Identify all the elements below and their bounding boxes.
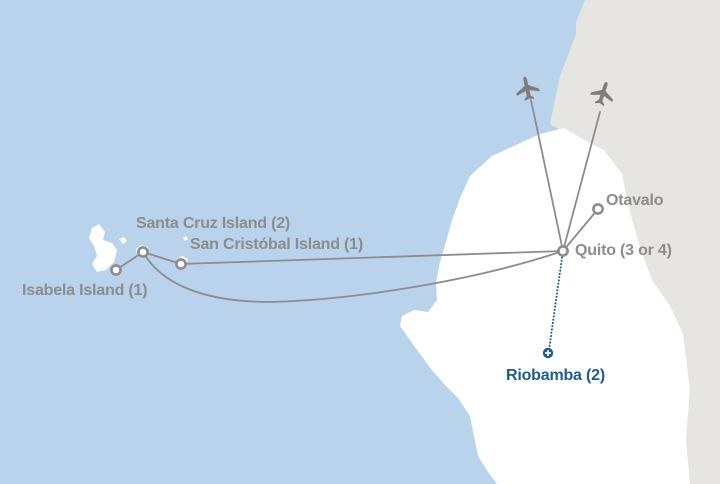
small-islet-east: [183, 236, 188, 241]
airplane-icon: [516, 76, 540, 101]
ring-marker-icon: [592, 203, 604, 215]
label-quito: Quito (3 or 4): [575, 242, 672, 259]
label-otavalo: Otavalo: [606, 192, 664, 209]
airplane-icon: [590, 81, 614, 107]
label-santa-cruz-island: Santa Cruz Island (2): [136, 215, 291, 232]
ring-marker-icon: [557, 245, 569, 257]
route-quito-riobamba: [548, 250, 564, 351]
label-isabela-island: Isabela Island (1): [22, 282, 148, 299]
route-quito-otavalo: [562, 208, 599, 252]
flight-route-right: [562, 111, 601, 252]
label-riobamba: Riobamba (2): [506, 367, 605, 384]
plus-marker-icon: [542, 347, 554, 359]
ring-marker-icon: [110, 264, 122, 276]
isabela-landmass: [89, 224, 117, 272]
ring-marker-icon: [175, 258, 187, 270]
mainland: [400, 128, 690, 484]
route-san-cristobal-quito: [180, 250, 564, 265]
route-santa-cruz-san-cristobal: [142, 251, 182, 265]
route-quito-santa-cruz-arc: [142, 250, 564, 303]
small-islet-north: [119, 237, 127, 244]
stop-markers: [110, 203, 604, 276]
flight-route-left: [530, 99, 564, 252]
ring-marker-icon: [137, 246, 149, 258]
neighbor-land: [550, 0, 720, 484]
label-san-cristobal-island: San Cristóbal Island (1): [190, 236, 364, 253]
